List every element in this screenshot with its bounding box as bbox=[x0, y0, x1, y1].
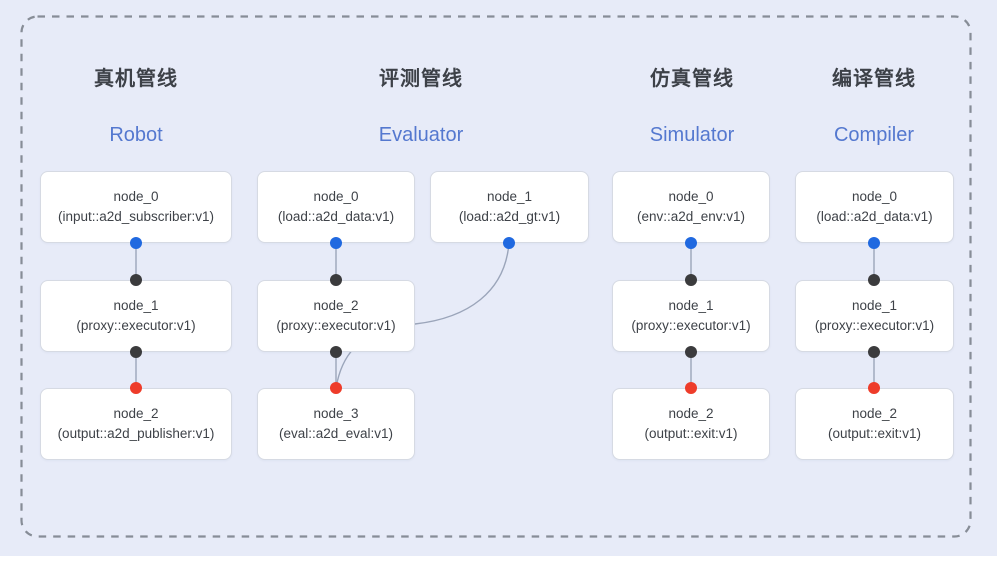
connector-port-dot bbox=[868, 274, 880, 286]
node-box-compiler-0: node_0 (load::a2d_data:v1) bbox=[795, 171, 954, 243]
output-port-dot bbox=[868, 237, 880, 249]
node-box-simulator-2: node_2 (output::exit:v1) bbox=[612, 388, 770, 460]
connector-port-dot bbox=[868, 346, 880, 358]
node-type: (input::a2d_subscriber:v1) bbox=[57, 209, 215, 224]
pipeline-title-cn-evaluator: 评测管线 bbox=[379, 68, 463, 90]
connector-port-dot bbox=[685, 274, 697, 286]
node-box-robot-1: node_1 (proxy::executor:v1) bbox=[40, 280, 232, 352]
connector-port-dot bbox=[685, 346, 697, 358]
connector-port-dot bbox=[130, 274, 142, 286]
node-name: node_2 bbox=[113, 406, 159, 421]
node-type: (eval::a2d_eval:v1) bbox=[278, 426, 394, 441]
output-port-dot bbox=[685, 237, 697, 249]
node-type: (env::a2d_env:v1) bbox=[636, 209, 746, 224]
node-name: node_1 bbox=[113, 298, 159, 313]
node-box-evaluator-3: node_3 (eval::a2d_eval:v1) bbox=[257, 388, 415, 460]
node-type: (proxy::executor:v1) bbox=[276, 318, 396, 333]
pipeline-title-en-compiler: Compiler bbox=[833, 124, 915, 146]
node-type: (output::exit:v1) bbox=[827, 426, 922, 441]
node-box-evaluator-1: node_1 (load::a2d_gt:v1) bbox=[430, 171, 589, 243]
node-name: node_0 bbox=[851, 189, 898, 204]
node-box-compiler-2: node_2 (output::exit:v1) bbox=[795, 388, 954, 460]
node-type: (load::a2d_data:v1) bbox=[816, 209, 933, 224]
input-port-dot bbox=[685, 382, 697, 394]
output-port-dot bbox=[503, 237, 515, 249]
connector-port-dot bbox=[330, 346, 342, 358]
node-name: node_1 bbox=[486, 189, 533, 204]
edge-eval-n1-n3-curve bbox=[335, 242, 510, 389]
node-box-compiler-1: node_1 (proxy::executor:v1) bbox=[795, 280, 954, 352]
output-port-dot bbox=[130, 237, 142, 249]
pipeline-title-en-simulator: Simulator bbox=[649, 124, 735, 146]
pipeline-title-cn-simulator: 仿真管线 bbox=[650, 68, 734, 90]
input-port-dot bbox=[130, 382, 142, 394]
dashed-container-border bbox=[20, 15, 972, 538]
node-type: (load::a2d_gt:v1) bbox=[458, 209, 561, 224]
node-name: node_2 bbox=[668, 406, 714, 421]
node-box-robot-0: node_0 (input::a2d_subscriber:v1) bbox=[40, 171, 232, 243]
connector-port-dot bbox=[130, 346, 142, 358]
node-box-evaluator-0: node_0 (load::a2d_data:v1) bbox=[257, 171, 415, 243]
output-port-dot bbox=[330, 237, 342, 249]
node-name: node_1 bbox=[851, 298, 898, 313]
pipeline-title-en-robot: Robot bbox=[109, 124, 163, 146]
node-type: (output::a2d_publisher:v1) bbox=[57, 426, 215, 441]
node-box-evaluator-2: node_2 (proxy::executor:v1) bbox=[257, 280, 415, 352]
node-type: (proxy::executor:v1) bbox=[631, 318, 751, 333]
node-box-simulator-1: node_1 (proxy::executor:v1) bbox=[612, 280, 770, 352]
pipeline-title-en-evaluator: Evaluator bbox=[378, 124, 464, 146]
bottom-edge-strip bbox=[0, 556, 997, 563]
node-name: node_0 bbox=[668, 189, 714, 204]
node-name: node_3 bbox=[313, 406, 359, 421]
node-type: (load::a2d_data:v1) bbox=[277, 209, 395, 224]
node-type: (proxy::executor:v1) bbox=[76, 318, 196, 333]
input-port-dot bbox=[330, 382, 342, 394]
node-box-simulator-0: node_0 (env::a2d_env:v1) bbox=[612, 171, 770, 243]
connector-port-dot bbox=[330, 274, 342, 286]
node-name: node_2 bbox=[313, 298, 359, 313]
input-port-dot bbox=[868, 382, 880, 394]
node-name: node_0 bbox=[113, 189, 159, 204]
node-box-robot-2: node_2 (output::a2d_publisher:v1) bbox=[40, 388, 232, 460]
node-name: node_1 bbox=[668, 298, 714, 313]
node-name: node_2 bbox=[851, 406, 898, 421]
node-type: (proxy::executor:v1) bbox=[814, 318, 935, 333]
pipeline-title-cn-compiler: 编译管线 bbox=[832, 68, 916, 90]
node-name: node_0 bbox=[313, 189, 359, 204]
pipeline-title-cn-robot: 真机管线 bbox=[94, 68, 178, 90]
node-type: (output::exit:v1) bbox=[644, 426, 738, 441]
